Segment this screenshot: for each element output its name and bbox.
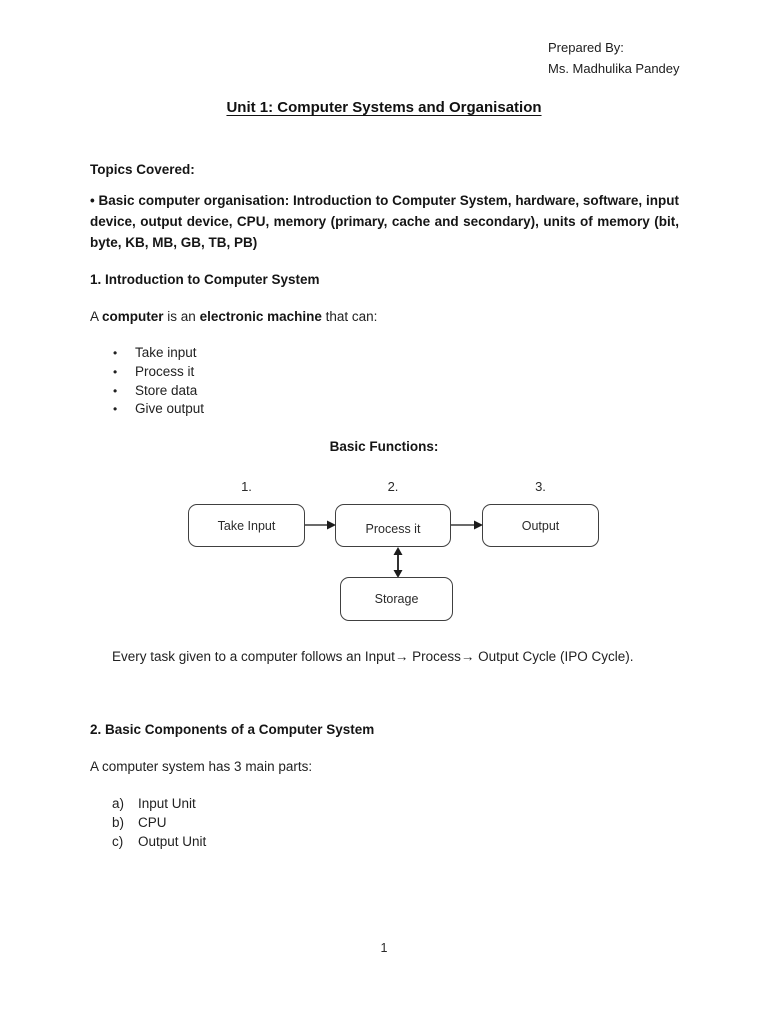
diagram-box-storage: Storage xyxy=(340,577,453,621)
section-2-heading: 2. Basic Components of a Computer System xyxy=(90,722,375,737)
list-item: •Give output xyxy=(113,400,204,419)
bullet-icon: • xyxy=(113,346,118,360)
components-lead-sentence: A computer system has 3 main parts: xyxy=(90,759,313,774)
intro-lead-sentence: A computer is an electronic machine that… xyxy=(90,309,378,324)
arrow-input-to-process-icon xyxy=(305,520,336,530)
list-marker: b) xyxy=(112,815,125,831)
ipo-cycle-caption: Every task given to a computer follows a… xyxy=(112,649,634,664)
arrow-process-to-output-icon xyxy=(451,520,483,530)
topics-covered-heading: Topics Covered: xyxy=(90,162,195,177)
diagram-box-take-input: Take Input xyxy=(188,504,305,547)
diagram-box-process-it: Process it xyxy=(335,504,451,547)
step-number-3: 3. xyxy=(535,479,546,494)
list-item: a)Input Unit xyxy=(112,794,206,813)
basic-functions-heading: Basic Functions: xyxy=(329,439,439,454)
diagram-box-output: Output xyxy=(482,504,599,547)
list-item: •Take input xyxy=(113,344,204,363)
list-item: •Process it xyxy=(113,363,204,382)
components-list: a)Input Unit b)CPU c)Output Unit xyxy=(112,794,206,852)
ipo-flow-diagram: 1. 2. 3. Take Input Process it Output St… xyxy=(90,477,679,629)
bold-computer: computer xyxy=(102,309,164,324)
step-number-2: 2. xyxy=(387,479,399,494)
list-item: c)Output Unit xyxy=(112,832,206,851)
topics-covered-paragraph: • Basic computer organisation: Introduct… xyxy=(90,193,679,250)
section-1-heading: 1. Introduction to Computer System xyxy=(90,272,320,287)
list-marker: a) xyxy=(112,796,125,811)
bullet-icon: • xyxy=(113,383,118,398)
prepared-by-block: Prepared By: Ms. Madhulika Pandey xyxy=(548,37,680,79)
bold-electronic-machine: electronic machine xyxy=(199,309,322,324)
page-title: Unit 1: Computer Systems and Organisatio… xyxy=(226,99,542,116)
author-name: Ms. Madhulika Pandey xyxy=(548,61,680,76)
bullet-icon: • xyxy=(113,364,118,379)
capabilities-list: •Take input •Process it •Store data •Giv… xyxy=(113,344,204,419)
list-marker: c) xyxy=(112,834,124,850)
arrow-process-storage-bidirectional-icon xyxy=(393,547,403,578)
bullet-icon: • xyxy=(113,402,118,417)
list-item: b)CPU xyxy=(112,813,206,832)
step-number-1: 1. xyxy=(241,479,252,494)
list-item: •Store data xyxy=(113,382,204,401)
page-number: 1 xyxy=(380,941,388,955)
prepared-by-label: Prepared By: xyxy=(548,40,624,55)
